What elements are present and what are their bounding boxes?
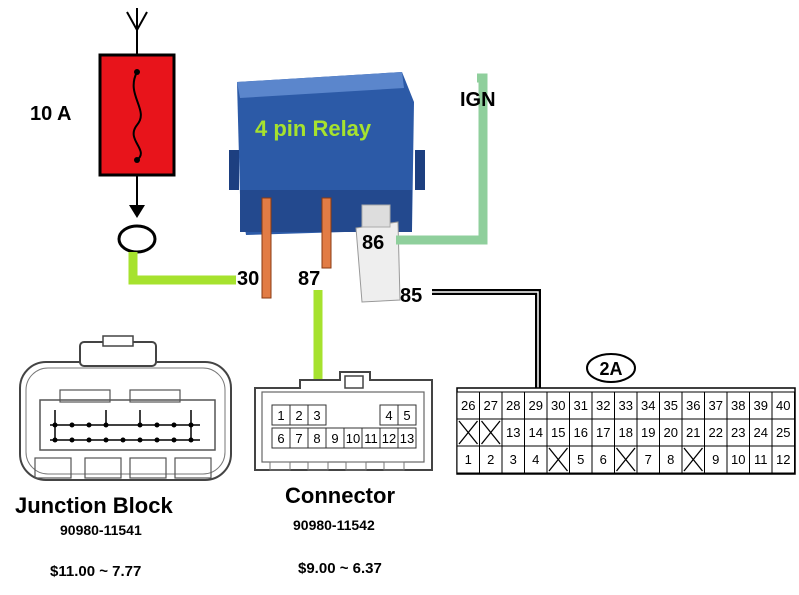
- ecu-pin-number: 7: [645, 452, 652, 467]
- ecu-pin-number: 27: [484, 398, 498, 413]
- connector-name: Connector: [285, 483, 395, 508]
- ecu-pin-number: 36: [686, 398, 700, 413]
- wire-30: [128, 252, 236, 285]
- ecu-unused-mark: [548, 447, 569, 472]
- ecu-pin-number: 30: [551, 398, 565, 413]
- supply-wire: [126, 8, 148, 55]
- junction-block-part: 90980-11541: [60, 522, 142, 538]
- connector-price: $9.00 ~ 6.37: [298, 560, 382, 577]
- ecu-pin-number: 10: [731, 452, 745, 467]
- junction-block: [19, 335, 232, 481]
- ecu-pin-number: 22: [709, 425, 723, 440]
- junction-block-price: $11.00 ~ 7.77: [50, 563, 141, 580]
- ecu-pin-number: 31: [574, 398, 588, 413]
- ecu-pin-number: 11: [754, 452, 768, 467]
- ecu-unused-mark: [683, 447, 704, 472]
- ecu-pin-cell: [771, 445, 795, 474]
- ecu-pin-number: 32: [596, 398, 610, 413]
- connector-pin-number: 7: [295, 431, 302, 446]
- ecu-pin-number: 13: [506, 425, 520, 440]
- pin-86-label: 86: [362, 232, 384, 254]
- pin-30-label: 30: [237, 268, 259, 290]
- ecu-pin-number: 37: [709, 398, 723, 413]
- ecu-pin-number: 19: [641, 425, 655, 440]
- ecu-pin-number: 21: [686, 425, 700, 440]
- connector-pin-number: 1: [277, 408, 284, 423]
- fuse: [98, 53, 176, 177]
- connector-pin-number: 10: [346, 431, 360, 446]
- fuse-rating-label: 10 A: [30, 103, 72, 125]
- ecu-pin-number: 26: [461, 398, 475, 413]
- ecu-pin-number: 25: [776, 425, 790, 440]
- ecu-pin-number: 14: [529, 425, 543, 440]
- wire-85: [432, 289, 541, 392]
- ecu-connector-label: 2A: [599, 359, 622, 379]
- ecu-pin-number: 34: [641, 398, 655, 413]
- ecu-unused-mark: [480, 420, 501, 445]
- ecu-pin-number: 8: [667, 452, 674, 467]
- ecu-pin-number: 24: [754, 425, 768, 440]
- ecu-unused-mark: [458, 420, 479, 445]
- ecu-pin-number: 15: [551, 425, 565, 440]
- junction-block-name: Junction Block: [15, 493, 173, 518]
- ecu-pin-number: 18: [619, 425, 633, 440]
- connector-pin-number: 2: [295, 408, 302, 423]
- connector-pin-number: 13: [400, 431, 414, 446]
- ecu-pin-number: 4: [532, 452, 539, 467]
- connector-part: 90980-11542: [293, 517, 375, 533]
- ign-label: IGN: [460, 89, 496, 111]
- ecu-unused-mark: [615, 447, 636, 472]
- ecu-pin-number: 23: [731, 425, 745, 440]
- ecu-pin-number: 38: [731, 398, 745, 413]
- connector-pin-cell: [397, 427, 417, 449]
- ecu-pin-number: 12: [776, 452, 790, 467]
- connector-pin-number: 11: [364, 431, 378, 446]
- relay-title: 4 pin Relay: [255, 116, 372, 141]
- relay: [229, 72, 425, 303]
- connector-pin-number: 5: [403, 408, 410, 423]
- connector-pin-cell: [307, 404, 327, 426]
- ecu-pin-number: 16: [574, 425, 588, 440]
- ecu-pin-number: 6: [600, 452, 607, 467]
- ecu-pin-number: 3: [510, 452, 517, 467]
- pin-85-label: 85: [400, 285, 422, 307]
- connector-pin-number: 3: [313, 408, 320, 423]
- connector-pin-cell: [397, 404, 417, 426]
- ecu-pin-number: 28: [506, 398, 520, 413]
- connector-pin-number: 6: [277, 431, 284, 446]
- ecu-pin-number: 35: [664, 398, 678, 413]
- ecu-pin-number: 9: [712, 452, 719, 467]
- ecu-pin-number: 20: [664, 425, 678, 440]
- wire-ign: [396, 73, 488, 245]
- connector-pin-number: 12: [382, 431, 396, 446]
- ecu-pin-number: 33: [619, 398, 633, 413]
- connector-pin-number: 8: [313, 431, 320, 446]
- ecu-pin-number: 40: [776, 398, 790, 413]
- connector-pin-number: 9: [331, 431, 338, 446]
- ecu-pin-number: 29: [529, 398, 543, 413]
- ecu-pin-number: 1: [465, 452, 472, 467]
- ecu-pin-number: 2: [487, 452, 494, 467]
- ecu-pin-number: 17: [596, 425, 610, 440]
- ecu-pin-number: 39: [754, 398, 768, 413]
- connector-pin-number: 4: [385, 408, 392, 423]
- ecu-pin-number: 5: [577, 452, 584, 467]
- fuse-lead: [117, 175, 157, 254]
- pin-87-label: 87: [298, 268, 320, 290]
